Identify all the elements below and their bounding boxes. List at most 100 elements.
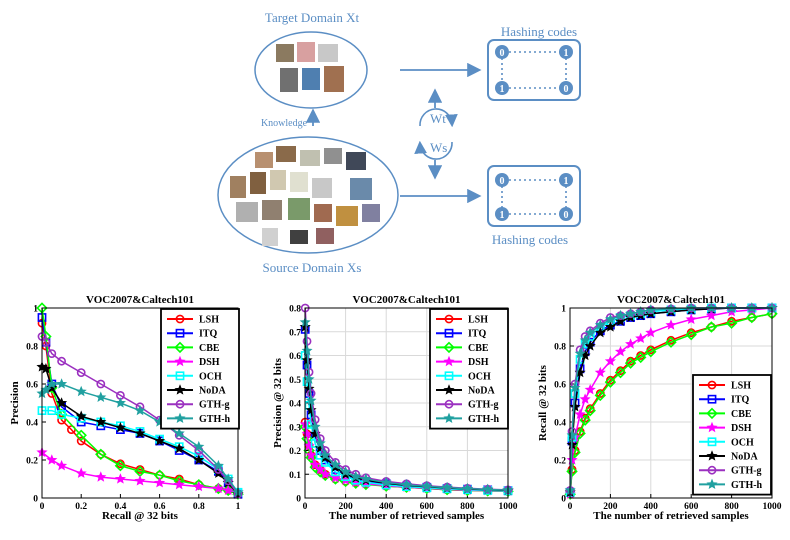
data-point bbox=[360, 473, 372, 484]
legend-marker bbox=[175, 314, 185, 324]
thumbnail-image bbox=[288, 198, 310, 220]
code-bit: 0 bbox=[495, 45, 509, 59]
x-axis-label: The number of retrieved samples bbox=[593, 510, 749, 522]
data-point bbox=[584, 340, 596, 351]
x-tick-label: 1 bbox=[236, 502, 241, 512]
legend-marker bbox=[444, 371, 454, 381]
svg-text:0: 0 bbox=[500, 48, 505, 59]
data-point bbox=[76, 436, 86, 446]
target-thumbnails bbox=[276, 42, 344, 92]
wt-label: Wt bbox=[430, 111, 446, 126]
thumbnail-image bbox=[250, 172, 266, 194]
thumbnail-image bbox=[336, 206, 358, 226]
data-point bbox=[319, 468, 331, 479]
data-point bbox=[625, 307, 637, 319]
legend-marker bbox=[707, 465, 717, 475]
legend-marker bbox=[174, 384, 186, 395]
knowledge-label: Knowledge bbox=[261, 118, 308, 129]
data-point bbox=[685, 313, 697, 325]
data-point bbox=[134, 427, 146, 439]
legend-entry: DSH bbox=[731, 423, 752, 434]
thumbnail-image bbox=[300, 150, 320, 166]
thumbnail-image bbox=[362, 204, 380, 222]
data-point bbox=[665, 319, 677, 330]
legend-entry: ITQ bbox=[731, 395, 750, 406]
data-point bbox=[340, 466, 352, 477]
svg-text:0: 0 bbox=[500, 176, 505, 187]
data-point bbox=[56, 459, 68, 471]
data-point bbox=[57, 415, 66, 425]
y-tick-label: 0.7 bbox=[289, 328, 301, 338]
data-point bbox=[705, 309, 717, 321]
legend-entry: OCH bbox=[468, 371, 491, 382]
x-tick-label: 400 bbox=[644, 502, 659, 512]
y-tick-label: 0 bbox=[296, 495, 301, 505]
legend-marker bbox=[706, 421, 718, 433]
data-point bbox=[482, 483, 494, 495]
legend-entry: GTH-h bbox=[731, 480, 763, 491]
data-point bbox=[635, 332, 647, 344]
data-point bbox=[624, 357, 637, 369]
data-point bbox=[222, 484, 234, 496]
x-tick-label: 200 bbox=[338, 502, 353, 512]
hashing-codes-top-box bbox=[487, 39, 581, 101]
code-bit: 1 bbox=[559, 45, 573, 59]
y-axis-label: Precision @ 32 bits bbox=[272, 357, 284, 447]
x-tick-label: 400 bbox=[379, 502, 394, 512]
transfer-hashing-diagram: Target Domain Xt Knowledge Source Dom bbox=[217, 10, 581, 275]
data-point bbox=[350, 470, 362, 482]
thumbnail-image bbox=[297, 42, 315, 62]
data-point bbox=[574, 427, 586, 440]
x-tick-label: 0.6 bbox=[154, 502, 166, 512]
cycle-arrow-icon bbox=[414, 140, 453, 160]
x-tick-label: 1000 bbox=[499, 502, 518, 512]
data-point bbox=[614, 345, 627, 357]
series-DSH bbox=[36, 446, 244, 497]
y-tick-label: 0.8 bbox=[554, 343, 566, 353]
legend-entry: GTH-h bbox=[199, 414, 231, 425]
data-point bbox=[604, 355, 616, 366]
data-point bbox=[665, 336, 677, 348]
target-domain-label: Target Domain Xt bbox=[265, 10, 360, 25]
data-point bbox=[95, 448, 107, 461]
y-tick-label: 0.4 bbox=[26, 419, 38, 429]
source-domain-label: Source Domain Xs bbox=[263, 260, 362, 275]
thumbnail-image bbox=[324, 148, 342, 164]
legend-box bbox=[160, 308, 240, 430]
data-point bbox=[56, 397, 68, 408]
x-tick-label: 600 bbox=[684, 502, 699, 512]
series-GTH-h bbox=[36, 378, 244, 497]
code-bit: 1 bbox=[559, 173, 573, 187]
thumbnail-image bbox=[346, 152, 366, 170]
data-point bbox=[584, 404, 596, 417]
legend-entry: CBE bbox=[468, 343, 489, 354]
svg-text:1: 1 bbox=[500, 210, 505, 221]
legend-entry: OCH bbox=[731, 437, 754, 448]
data-point bbox=[574, 408, 586, 420]
x-tick-label: 0.2 bbox=[75, 502, 87, 512]
data-point bbox=[193, 478, 205, 491]
y-tick-label: 0.6 bbox=[554, 381, 566, 391]
legend-entry: GTH-g bbox=[199, 400, 230, 411]
thumbnail-image bbox=[262, 200, 282, 220]
data-point bbox=[421, 480, 433, 492]
y-tick-label: 0.2 bbox=[554, 457, 566, 467]
thumbnail-image bbox=[270, 170, 286, 190]
x-tick-label: 0.4 bbox=[114, 502, 126, 512]
data-point bbox=[95, 391, 107, 402]
legend-entry: GTH-g bbox=[468, 400, 499, 411]
legend-marker bbox=[174, 412, 186, 424]
data-point bbox=[305, 394, 317, 406]
ws-label: Ws bbox=[430, 140, 447, 155]
legend-marker bbox=[707, 394, 717, 404]
hashing-codes-bottom-label: Hashing codes bbox=[492, 232, 568, 247]
data-point bbox=[309, 459, 321, 470]
data-point bbox=[134, 475, 146, 486]
legend-marker bbox=[707, 380, 717, 390]
legend-marker bbox=[444, 314, 454, 324]
data-point bbox=[634, 351, 647, 364]
series-line bbox=[41, 336, 239, 495]
data-point bbox=[604, 321, 616, 332]
legend-entry: NoDA bbox=[199, 386, 226, 397]
